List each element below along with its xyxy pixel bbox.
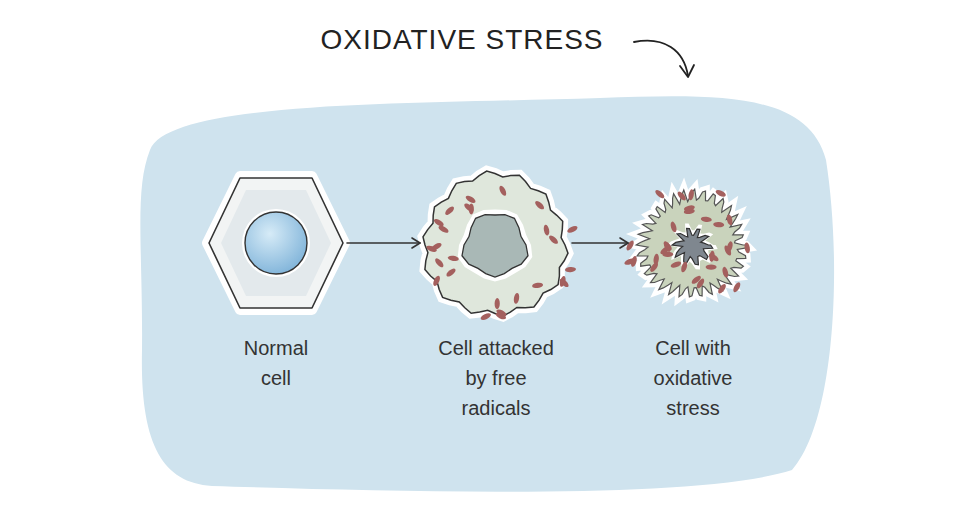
free-radical — [431, 242, 443, 252]
caption-row: Cell with oxidative stress — [628, 333, 758, 423]
free-radical — [662, 241, 671, 253]
free-radical — [654, 189, 666, 200]
connector-line — [572, 242, 628, 244]
cell-node: Cell attacked by free radicals — [420, 172, 572, 429]
free-radical — [495, 311, 507, 320]
nucleus — [242, 209, 310, 277]
free-radical — [558, 277, 570, 288]
title: OXIDATIVE STRESS — [0, 24, 924, 56]
arrowhead — [620, 238, 628, 248]
cell-halo — [635, 188, 749, 298]
free-radical — [465, 194, 477, 204]
free-radical — [548, 234, 560, 245]
free-radical — [495, 298, 500, 309]
damaged-cell — [636, 189, 748, 297]
free-radical — [480, 312, 492, 321]
free-radical — [566, 225, 578, 234]
caption-row: Normal cell — [205, 333, 347, 393]
free-radical — [432, 275, 441, 287]
title-arrow — [634, 41, 688, 76]
cytoplasm — [221, 190, 331, 296]
arrow-connector — [572, 238, 628, 248]
cell-node: Normal cell — [205, 172, 347, 399]
free-radical — [444, 205, 456, 216]
nucleus-halo — [458, 210, 533, 282]
nucleus — [462, 215, 528, 277]
damaged-nucleus — [672, 228, 713, 265]
free-radical — [532, 282, 544, 289]
caption-row: Cell attacked by free radicals — [420, 333, 572, 423]
free-radical — [434, 257, 445, 269]
background-blob — [140, 96, 834, 491]
normal-cell — [209, 178, 343, 308]
title-arrow-head — [680, 65, 694, 77]
free-radical — [683, 204, 695, 212]
free-radical — [543, 224, 550, 236]
arrow-connector — [347, 238, 420, 248]
cell-halo — [422, 170, 569, 317]
free-radical — [463, 202, 475, 213]
free-radical — [713, 222, 724, 228]
free-radical — [706, 265, 717, 270]
cell-halo — [207, 176, 345, 310]
free-radical — [721, 266, 729, 278]
free-radical — [445, 267, 457, 278]
attacked-cell — [423, 171, 568, 316]
free-radical — [715, 189, 727, 198]
free-radical — [565, 267, 576, 273]
cell-caption: Cell attacked by free radicals — [431, 333, 561, 423]
free-radical — [708, 252, 720, 262]
cell-caption: Cell with oxidative stress — [637, 333, 749, 423]
free-radical — [513, 293, 520, 305]
free-radical — [649, 261, 660, 273]
free-radical — [670, 221, 678, 233]
free-radical — [433, 217, 445, 227]
arrowhead — [412, 238, 420, 248]
nucleus — [245, 212, 307, 274]
free-radical — [744, 242, 751, 254]
free-radical — [534, 200, 546, 211]
free-radical — [690, 274, 702, 285]
free-radical — [680, 261, 688, 273]
free-radical — [726, 241, 734, 253]
cell-node: Cell with oxidative stress — [628, 172, 758, 429]
cell-caption: Normal cell — [236, 333, 316, 393]
free-radical — [670, 260, 682, 269]
free-radical — [701, 216, 713, 223]
free-radical — [688, 189, 695, 201]
connector-line — [347, 242, 420, 244]
free-radical — [437, 224, 449, 234]
free-radical — [624, 257, 636, 266]
free-radical — [732, 281, 742, 293]
free-radical — [498, 185, 508, 197]
free-radical — [676, 190, 687, 202]
free-radical — [717, 283, 728, 295]
free-radical — [726, 214, 734, 226]
free-radical — [447, 255, 459, 262]
